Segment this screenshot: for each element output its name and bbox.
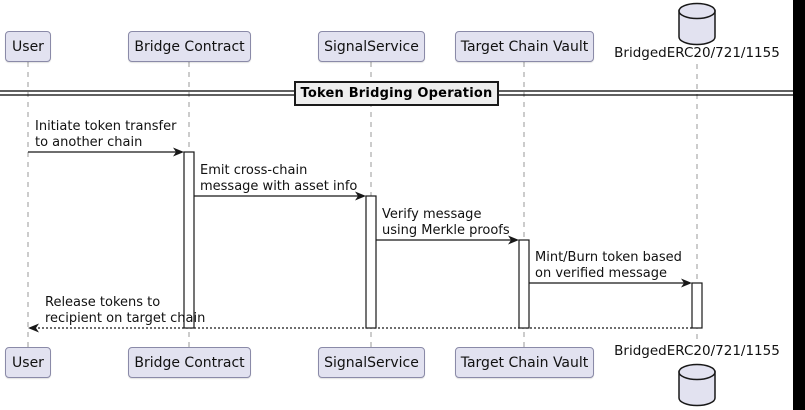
participant-bridged-erc-label-top: BridgedERC20/721/1155 [614, 45, 780, 61]
activation-signal-service [365, 195, 377, 329]
participant-target-chain-vault-label: Target Chain Vault [460, 38, 589, 55]
message-5-arrowhead [28, 323, 39, 333]
participant-user-top: User [5, 31, 51, 62]
participant-bridge-contract-label: Bridge Contract [134, 354, 245, 371]
participant-target-chain-vault-top: Target Chain Vault [455, 31, 594, 62]
message-2-label: Emit cross-chain message with asset info [200, 163, 358, 194]
message-4-arrowhead [681, 278, 692, 288]
database-icon-top [678, 2, 716, 46]
participant-bridge-contract-top: Bridge Contract [128, 31, 251, 62]
activation-bridged-erc [691, 282, 703, 329]
participant-bridged-erc-label-bottom: BridgedERC20/721/1155 [614, 343, 780, 359]
database-icon-bottom [678, 363, 716, 407]
message-5-label: Release tokens to recipient on target ch… [45, 295, 206, 326]
message-2-arrowhead [355, 191, 366, 201]
message-4-label: Mint/Burn token based on verified messag… [535, 250, 682, 281]
divider: Token Bridging Operation [294, 81, 499, 106]
activation-target-chain-vault [518, 239, 530, 329]
participant-bridge-contract-label: Bridge Contract [134, 38, 245, 55]
divider-label: Token Bridging Operation [300, 86, 493, 101]
participant-target-chain-vault-label: Target Chain Vault [460, 354, 589, 371]
message-3-label: Verify message using Merkle proofs [382, 207, 510, 238]
participant-user-label: User [12, 38, 44, 55]
message-1-label: Initiate token transfer to another chain [35, 119, 177, 150]
participant-bridge-contract-bottom: Bridge Contract [128, 347, 251, 378]
message-1-arrowhead [173, 147, 184, 157]
activation-bridge-contract [183, 151, 195, 329]
screen-edge-filler [793, 0, 805, 410]
message-3-arrowhead [508, 235, 519, 245]
participant-user-bottom: User [5, 347, 51, 378]
participant-signal-service-label: SignalService [324, 38, 419, 55]
participant-signal-service-bottom: SignalService [318, 347, 425, 378]
participant-target-chain-vault-bottom: Target Chain Vault [455, 347, 594, 378]
participant-user-label: User [12, 354, 44, 371]
participant-signal-service-label: SignalService [324, 354, 419, 371]
participant-signal-service-top: SignalService [318, 31, 425, 62]
